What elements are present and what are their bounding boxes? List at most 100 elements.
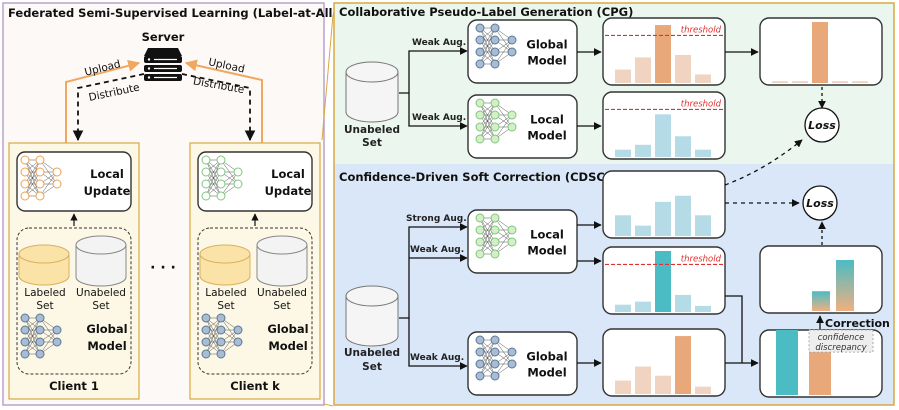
- local-update-box: [16, 151, 132, 212]
- global-model-label-2: Model: [268, 339, 307, 353]
- neural-network-icon: [201, 313, 243, 359]
- cdsc-unlabeled-set: [345, 285, 399, 347]
- histogram-bar: [695, 215, 711, 236]
- correction-label: Correction: [825, 317, 890, 330]
- database-icon: [345, 285, 399, 347]
- left-panel-title: Federated Semi-Supervised Learning (Labe…: [8, 6, 380, 20]
- global-confidence-bar: [809, 352, 831, 395]
- corrected-bar: [836, 260, 854, 311]
- histogram-bar: [615, 215, 631, 236]
- histogram-bar: [655, 201, 671, 236]
- client-k: LocalUpdateLabeledSetUnabeledSetGlobalMo…: [189, 142, 321, 400]
- histogram-bar: [675, 136, 691, 157]
- cdsc-merge-line-local: [725, 295, 743, 363]
- histogram-bar: [655, 114, 671, 157]
- histogram-bar: [695, 386, 711, 394]
- cdsc-unlabeled-label-2: Set: [362, 361, 382, 373]
- cdsc-global-weak-histogram: [602, 328, 726, 397]
- cpg-pseudo-label-histogram: [759, 17, 883, 86]
- discrepancy-region: [808, 329, 874, 353]
- cpg-unlabeled-label-2: Set: [362, 137, 382, 149]
- cpg-global-histogram: threshold: [602, 17, 726, 86]
- model-label-line-1: Global: [526, 350, 567, 364]
- client-data-group: [197, 227, 313, 375]
- cpg-loss-label: Loss: [808, 119, 836, 132]
- cdsc-strong-to-cpg-loss: [724, 139, 803, 186]
- local-update-label-1: Local: [90, 167, 124, 181]
- histogram-bar: [615, 149, 631, 157]
- cpg-arrow-local: [408, 93, 468, 130]
- server-icon: [144, 48, 182, 81]
- client-name: Client 1: [49, 379, 99, 393]
- histogram-bar: [852, 81, 868, 83]
- cdsc-corrected-histogram: [759, 245, 883, 314]
- histogram-bar: [675, 294, 691, 312]
- cpg-loss-node: [804, 107, 840, 143]
- unlabeled-set-db: [256, 235, 308, 287]
- unlabeled-set-db: [75, 235, 127, 287]
- labeled-set-db: [18, 244, 70, 286]
- unlabeled-set-label-2: Set: [92, 300, 109, 312]
- histogram-bar: [675, 336, 691, 394]
- model-label-line-2: Model: [527, 366, 566, 380]
- histogram-bar: [635, 301, 651, 312]
- histogram-bar: [615, 69, 631, 83]
- model-label-line-2: Model: [527, 129, 566, 143]
- histogram-bar: [675, 195, 691, 236]
- histogram-bar: [635, 225, 651, 236]
- histogram-bar: [812, 22, 828, 83]
- histogram-bar: [772, 81, 788, 83]
- database-icon: [345, 61, 399, 123]
- threshold-label: threshold: [681, 25, 722, 35]
- local-update-label-2: Update: [84, 184, 131, 198]
- client-data-group: [16, 227, 132, 375]
- cpg-unlabeled-label-1: Unabeled: [344, 124, 400, 136]
- discrepancy-label-2: discrepancy: [815, 343, 867, 353]
- histogram-bar: [695, 149, 711, 157]
- right-panel: Collaborative Pseudo-Label Generation (C…: [333, 2, 895, 406]
- histogram-bar: [635, 366, 651, 394]
- cdsc-strong-aug-label: Strong Aug.: [406, 214, 467, 224]
- cdsc-loss-node: [802, 185, 838, 221]
- cpg-weak-aug-local: Weak Aug.: [412, 113, 466, 123]
- neural-network-icon: [475, 335, 517, 381]
- model-label-line-1: Global: [526, 38, 567, 52]
- zoom-connector-bottom: [323, 403, 334, 407]
- labeled-set-label-2: Set: [217, 300, 234, 312]
- left-panel: Federated Semi-Supervised Learning (Labe…: [2, 2, 380, 406]
- distribute-arrow-client-1: [72, 73, 145, 142]
- labeled-set-db: [199, 244, 251, 286]
- unlabeled-set-label-2: Set: [273, 300, 290, 312]
- histogram-bar: [635, 57, 651, 83]
- model-label-line-1: Local: [530, 113, 564, 127]
- local-update-label-2: Update: [265, 184, 312, 198]
- histogram-bar: [615, 304, 631, 312]
- model-label-line-1: Local: [530, 228, 564, 242]
- cdsc-weak-aug-local-label: Weak Aug.: [410, 245, 464, 255]
- discrepancy-label-1: confidence: [818, 333, 865, 343]
- neural-network-icon: [475, 23, 517, 69]
- cdsc-weak-aug-global-label: Weak Aug.: [410, 353, 464, 363]
- upload-arrow-client-k: [184, 59, 263, 146]
- unlabeled-set-label-1: Unabeled: [76, 287, 126, 299]
- cdsc-strong-histogram: [602, 170, 726, 239]
- histogram-bar: [615, 380, 631, 394]
- histogram-bar: [655, 375, 671, 394]
- cdsc-loss-label: Loss: [806, 197, 834, 210]
- upload-arrow-client-1: [65, 59, 141, 146]
- client-1: LocalUpdateLabeledSetUnabeledSetGlobalMo…: [8, 142, 140, 400]
- model-label-line-2: Model: [527, 54, 566, 68]
- global-model-label-1: Global: [267, 322, 308, 336]
- histogram-bar: [655, 251, 671, 312]
- neural-network-icon: [20, 313, 62, 359]
- histogram-bar: [675, 54, 691, 83]
- histogram-bar: [655, 25, 671, 83]
- cpg-weak-aug-global: Weak Aug.: [412, 38, 466, 48]
- neural-network-icon: [475, 98, 517, 144]
- histogram-bar: [695, 74, 711, 83]
